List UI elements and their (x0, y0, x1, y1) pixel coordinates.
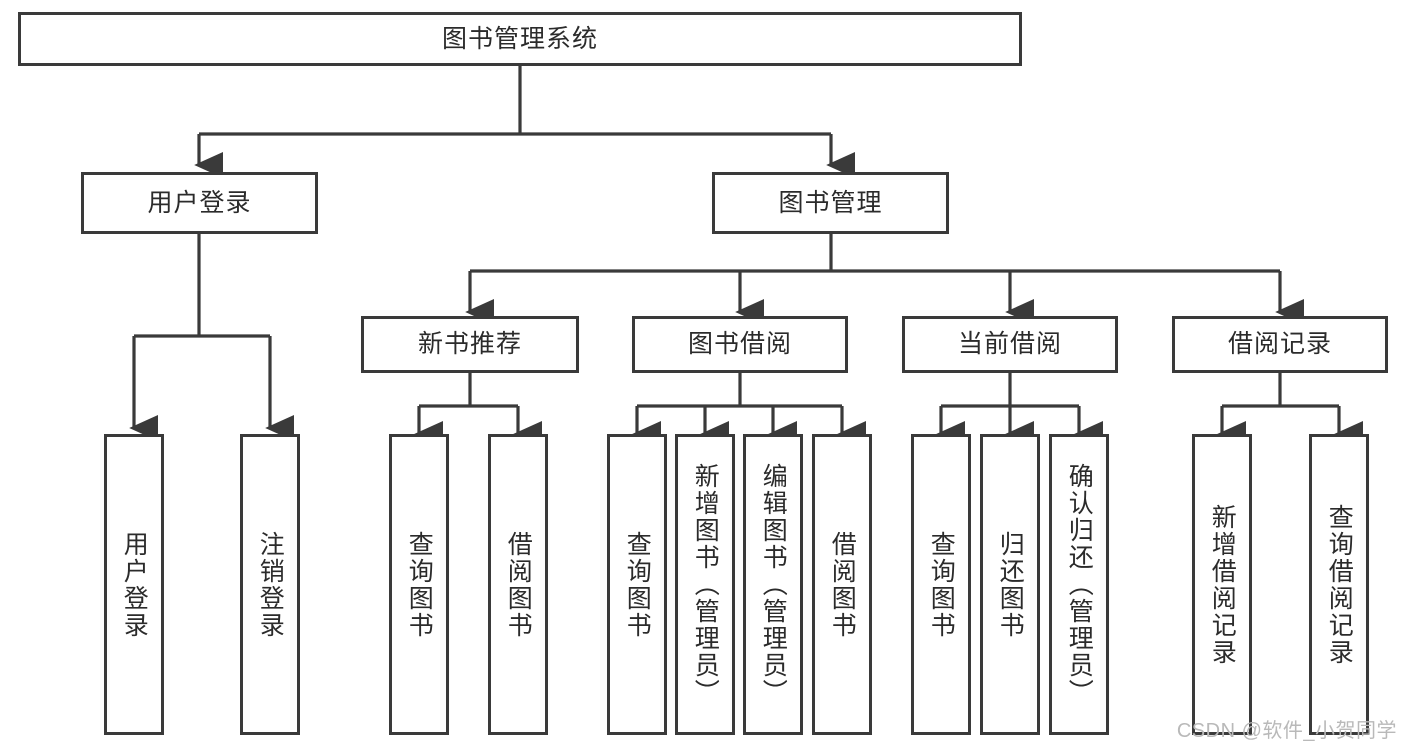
node-label: 新增借阅记录 (1208, 503, 1237, 666)
leaf-current-borrow-query-book[interactable]: 查询图书 (911, 434, 971, 735)
node-book-borrow[interactable]: 图书借阅 (632, 316, 848, 373)
node-label: 新书推荐 (417, 330, 522, 358)
node-borrow-record[interactable]: 借阅记录 (1172, 316, 1388, 373)
node-label: 注销登录 (256, 530, 285, 639)
node-user-login[interactable]: 用户登录 (81, 172, 318, 234)
node-label: 查询图书 (623, 530, 652, 639)
node-label: 借阅记录 (1227, 330, 1332, 358)
node-label: 归还图书 (996, 530, 1025, 639)
leaf-current-borrow-return-book[interactable]: 归还图书 (980, 434, 1040, 735)
node-label: 查询图书 (405, 530, 434, 639)
leaf-borrow-record-query-record[interactable]: 查询借阅记录 (1309, 434, 1369, 735)
node-label: 查询借阅记录 (1325, 503, 1354, 666)
node-current-borrow[interactable]: 当前借阅 (902, 316, 1118, 373)
node-label: 借阅图书 (504, 530, 533, 639)
leaf-book-borrow-query-book[interactable]: 查询图书 (607, 434, 667, 735)
node-label: 查询图书 (927, 530, 956, 639)
leaf-book-borrow-borrow-book[interactable]: 借阅图书 (812, 434, 872, 735)
node-root-book-management-system[interactable]: 图书管理系统 (18, 12, 1022, 66)
node-label: 编辑图书（管理员） (759, 463, 788, 706)
node-label: 借阅图书 (828, 530, 857, 639)
node-label: 新增图书（管理员） (691, 463, 720, 706)
node-book-management[interactable]: 图书管理 (712, 172, 949, 234)
leaf-current-borrow-confirm-return-admin[interactable]: 确认归还（管理员） (1049, 434, 1109, 735)
leaf-new-book-borrow-book[interactable]: 借阅图书 (488, 434, 548, 735)
leaf-book-borrow-add-book-admin[interactable]: 新增图书（管理员） (675, 434, 735, 735)
watermark-text: CSDN @软件_小贺同学 (1176, 720, 1397, 742)
node-label: 用户登录 (147, 188, 252, 217)
node-label: 确认归还（管理员） (1065, 463, 1094, 706)
node-label: 用户登录 (120, 530, 149, 639)
node-label: 图书借阅 (687, 330, 792, 358)
leaf-borrow-record-add-record[interactable]: 新增借阅记录 (1192, 434, 1252, 735)
leaf-user-login-login[interactable]: 用户登录 (104, 434, 164, 735)
node-label: 当前借阅 (957, 330, 1062, 358)
leaf-new-book-query-book[interactable]: 查询图书 (389, 434, 449, 735)
leaf-book-borrow-edit-book-admin[interactable]: 编辑图书（管理员） (743, 434, 803, 735)
node-new-book-recommend[interactable]: 新书推荐 (361, 316, 579, 373)
leaf-user-login-logout[interactable]: 注销登录 (240, 434, 300, 735)
node-label: 图书管理系统 (441, 24, 598, 53)
node-label: 图书管理 (778, 188, 883, 217)
